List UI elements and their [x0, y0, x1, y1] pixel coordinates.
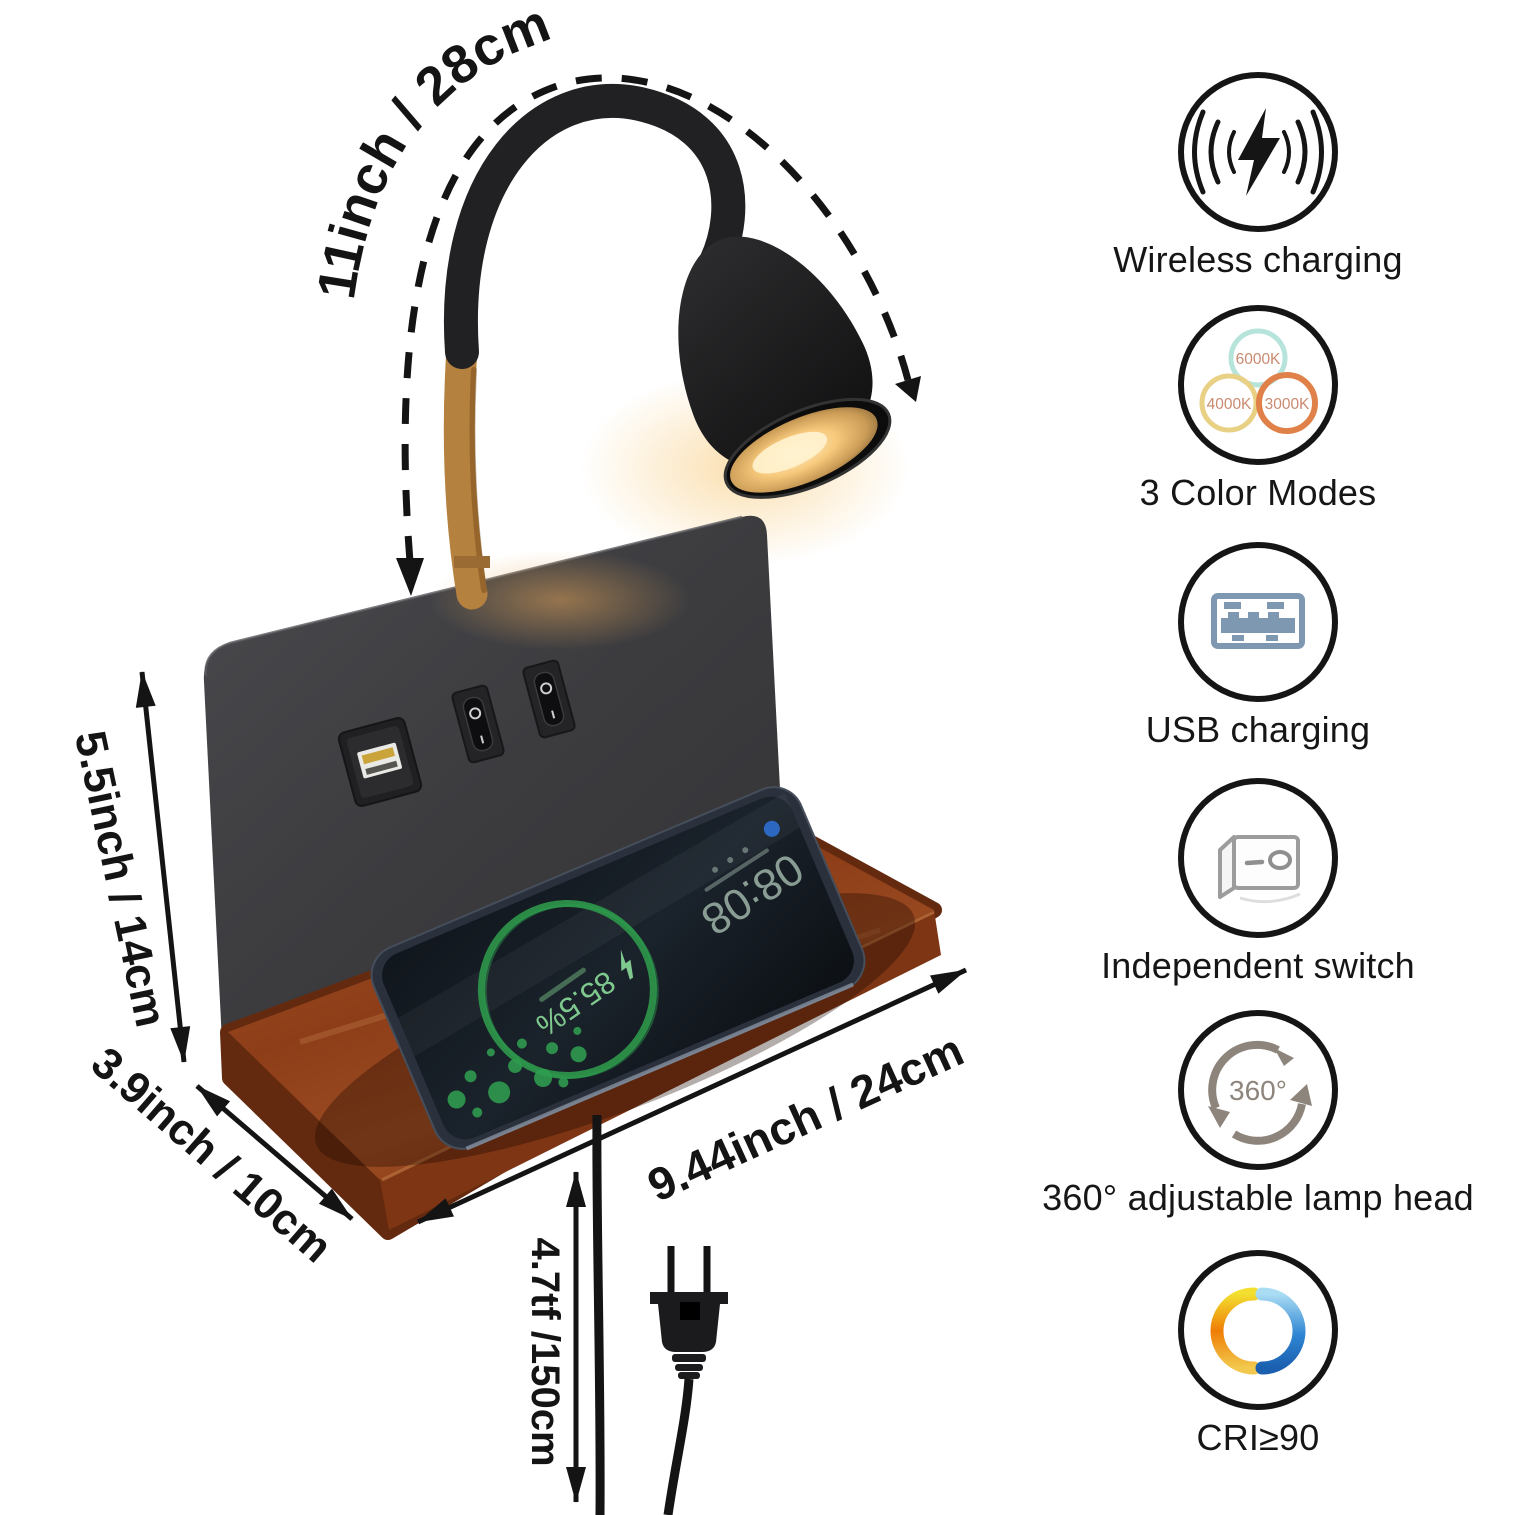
height-arrow: [135, 671, 191, 1063]
feature-label: 3 Color Modes: [1139, 472, 1377, 513]
independent-switch-icon: [1178, 778, 1338, 938]
color-modes-icon: 6000K 4000K 3000K: [1178, 305, 1338, 465]
feature-wireless-charging: Wireless charging: [1000, 68, 1516, 280]
power-plug: [650, 1246, 728, 1515]
rotation-360-icon: 360°: [1178, 1010, 1338, 1170]
panel-usb-port: [337, 717, 423, 807]
feature-label: Independent switch: [1101, 945, 1415, 986]
rotation-degree-label: 360°: [1229, 1075, 1287, 1106]
feature-color-modes: 6000K 4000K 3000K 3 Color Modes: [1000, 301, 1516, 513]
product-illustration: 85.5% 08:08: [65, 0, 971, 1515]
power-cord: [592, 1114, 605, 1515]
gooseneck-length-arc: [396, 74, 921, 596]
panel-switch-1[interactable]: [451, 684, 505, 764]
wireless-charging-icon: [1178, 72, 1338, 232]
feature-label: USB charging: [1145, 709, 1371, 750]
feature-independent-switch: Independent switch: [1000, 774, 1516, 986]
mode-6000k-label: 6000K: [1236, 351, 1281, 368]
phone-logo-dot: [763, 820, 780, 837]
feature-adjustable-head: 360° 360° adjustable lamp head: [1000, 1006, 1516, 1218]
feature-cri: CRI≥90: [1000, 1246, 1516, 1458]
mode-3000k-label: 3000K: [1265, 396, 1310, 413]
gooseneck: [443, 83, 746, 610]
feature-usb-charging: USB charging: [1000, 538, 1516, 750]
panel-switch-2[interactable]: [522, 659, 576, 739]
usb-charging-icon: [1178, 542, 1338, 702]
back-panel: [203, 515, 782, 1042]
feature-label: Wireless charging: [1113, 239, 1403, 280]
feature-label: CRI≥90: [1196, 1417, 1320, 1458]
cord-length-label: 4.7tf /150cm: [523, 1237, 567, 1466]
feature-label: 360° adjustable lamp head: [1042, 1177, 1474, 1218]
lamp-head: [678, 236, 892, 499]
depth-arrow: [195, 1084, 354, 1221]
mode-4000k-label: 4000K: [1207, 396, 1252, 413]
cri-icon: [1178, 1250, 1338, 1410]
width-arrow: [416, 967, 968, 1225]
